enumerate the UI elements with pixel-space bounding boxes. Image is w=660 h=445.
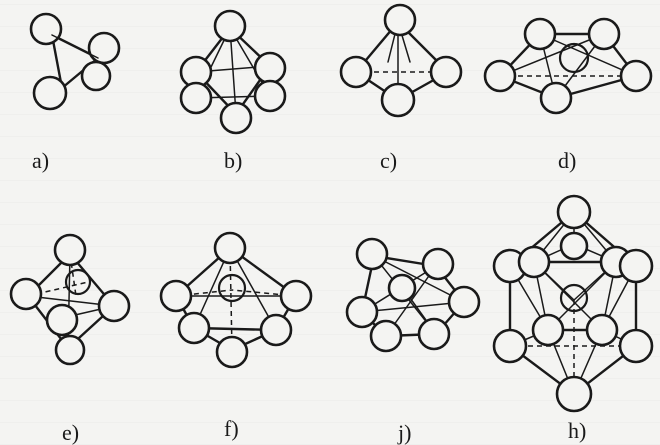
cluster-j <box>345 237 481 353</box>
atom <box>585 313 619 347</box>
atom <box>45 303 79 337</box>
atom <box>555 375 593 413</box>
atom <box>179 81 213 115</box>
atom <box>219 101 253 135</box>
cluster-c <box>339 3 463 118</box>
atom <box>483 59 517 93</box>
atom <box>64 268 92 296</box>
cluster-f <box>159 231 313 369</box>
atom <box>32 75 68 111</box>
atom <box>339 55 373 89</box>
atom <box>259 313 293 347</box>
atom <box>253 51 287 85</box>
atom <box>429 55 463 89</box>
atom <box>421 247 455 281</box>
cluster-a <box>29 12 121 111</box>
label-a: a) <box>32 148 50 173</box>
atom <box>97 289 131 323</box>
atom <box>217 273 247 303</box>
cluster-e <box>9 233 131 366</box>
cluster-h <box>492 194 654 413</box>
atom <box>619 59 653 93</box>
atom <box>253 79 287 113</box>
atom <box>159 279 193 313</box>
atom <box>9 277 43 311</box>
atom <box>213 231 247 265</box>
atom <box>539 81 573 115</box>
atom <box>279 279 313 313</box>
atom <box>53 233 87 267</box>
atom <box>54 334 86 366</box>
atom <box>387 273 417 303</box>
atom <box>369 319 403 353</box>
atom <box>517 245 551 279</box>
cluster-b <box>179 9 287 135</box>
label-d: d) <box>558 148 577 173</box>
atom <box>556 194 592 230</box>
label-j: j) <box>398 420 412 445</box>
atom <box>87 31 121 65</box>
atom <box>29 12 63 46</box>
label-e: e) <box>62 420 80 445</box>
atom <box>355 237 389 271</box>
label-c: c) <box>380 148 398 173</box>
atom <box>380 82 416 118</box>
label-b: b) <box>224 148 243 173</box>
cluster-d <box>483 17 653 115</box>
atom <box>559 231 589 261</box>
atom <box>177 311 211 345</box>
atom <box>523 17 557 51</box>
atom <box>587 17 621 51</box>
label-h: h) <box>568 418 587 443</box>
atom <box>618 248 654 284</box>
atom <box>80 60 112 92</box>
atom <box>345 295 379 329</box>
label-f: f) <box>224 416 239 441</box>
atom <box>531 313 565 347</box>
atom <box>383 3 417 37</box>
atom <box>559 283 589 313</box>
atom <box>215 335 249 369</box>
atom <box>447 285 481 319</box>
atom <box>618 328 654 364</box>
atom <box>558 42 590 74</box>
atom <box>213 9 247 43</box>
atom <box>492 328 528 364</box>
atom <box>417 317 451 351</box>
